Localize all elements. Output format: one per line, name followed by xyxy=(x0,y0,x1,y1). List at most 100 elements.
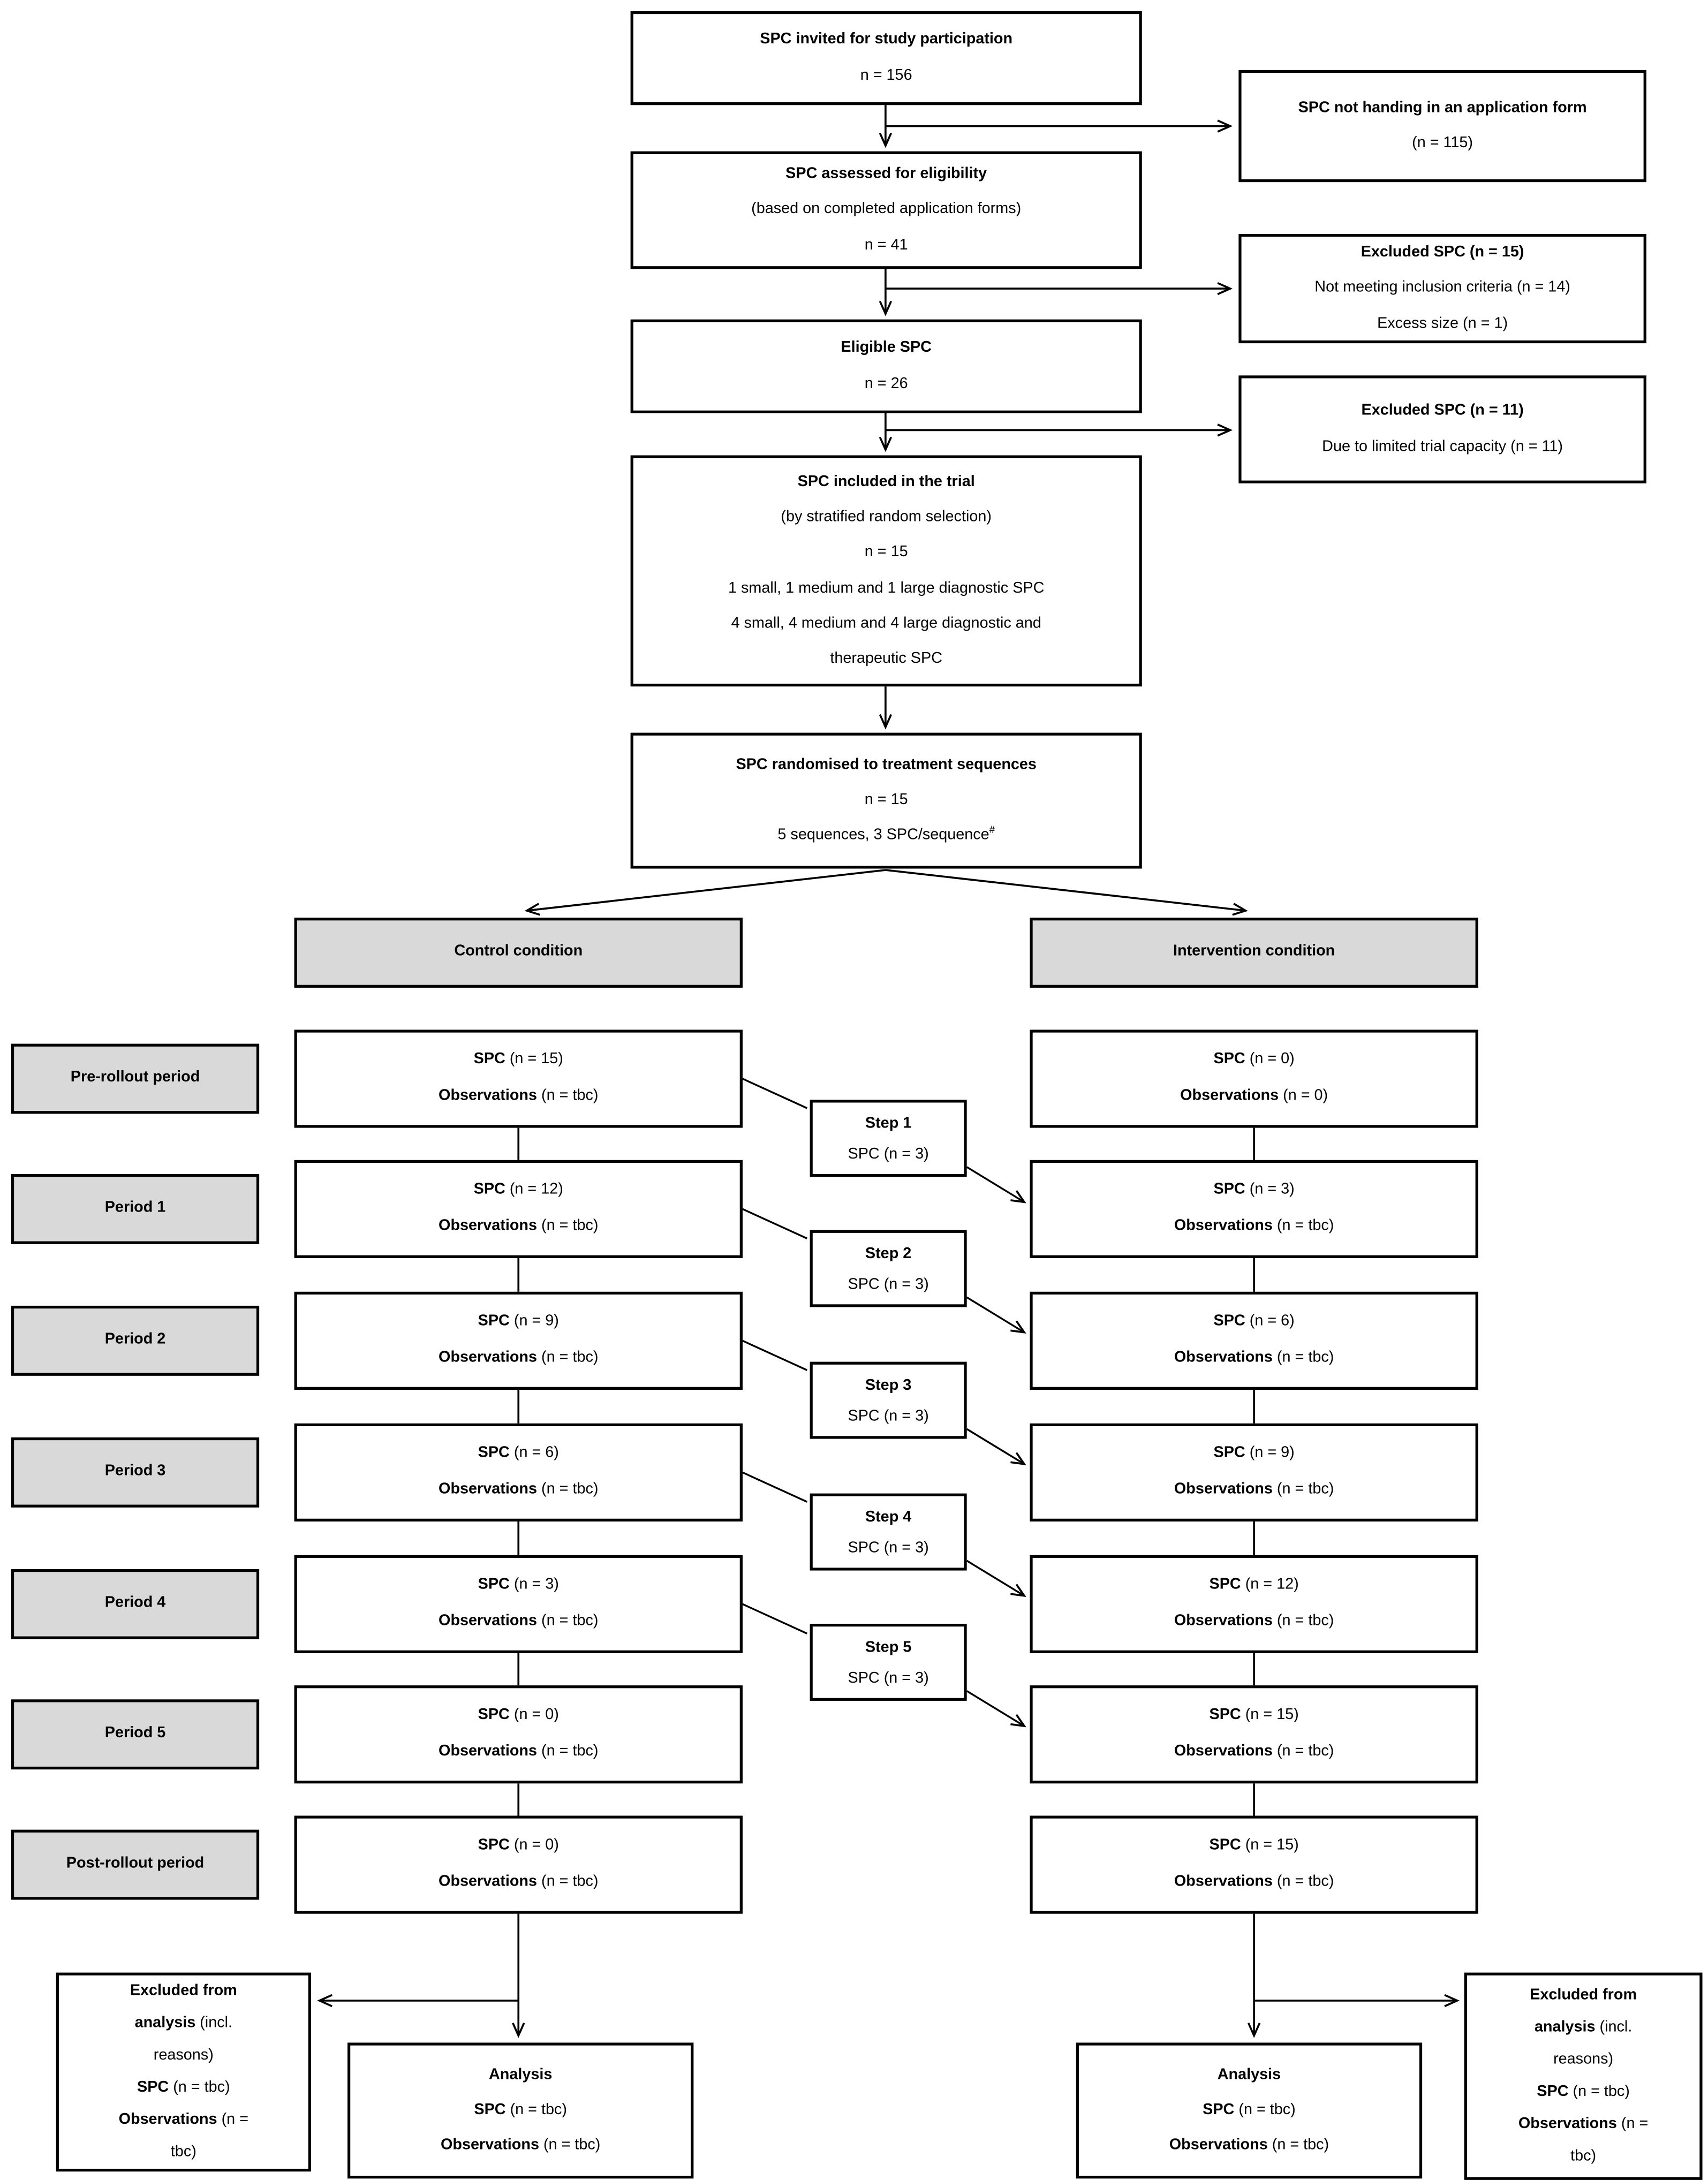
n-line: n = 15 xyxy=(864,791,908,808)
label-period-4: Period 4 xyxy=(11,1569,260,1639)
spc-line: SPC (n = 15) xyxy=(1210,1828,1299,1865)
intervention-box-post-rollout: SPC (n = 15) Observations (n = tbc) xyxy=(1030,1815,1478,1914)
step-box-4: Step 4 SPC (n = 3) xyxy=(810,1493,967,1571)
spc-value: (n = 0) xyxy=(509,1837,559,1854)
spc-line: SPC (n = 0) xyxy=(478,1698,559,1735)
n-line: n = 15 xyxy=(864,543,908,561)
spc-line: SPC (n = 12) xyxy=(1210,1568,1299,1604)
obs-line: Observations (n = tbc) xyxy=(439,1865,598,1901)
step-spc: SPC (n = 3) xyxy=(848,1145,929,1162)
obs-label: Observations xyxy=(1174,1873,1273,1890)
obs-line: Observations (n = tbc) xyxy=(1510,2109,1656,2174)
spc-label: SPC xyxy=(1209,1837,1241,1854)
n-line: (n = 115) xyxy=(1412,134,1473,152)
obs-line: Observations (n = tbc) xyxy=(439,1341,598,1377)
label-post-rollout-period: Post-rollout period xyxy=(11,1829,260,1900)
obs-label: Observations xyxy=(1518,2115,1617,2133)
spc-value: (n = tbc) xyxy=(169,2079,230,2096)
step-box-3: Step 3 SPC (n = 3) xyxy=(810,1361,967,1439)
box-excluded-n11: Excluded SPC (n = 11) Due to limited tri… xyxy=(1238,375,1646,483)
spc-line: SPC (n = 9) xyxy=(1214,1436,1295,1473)
strata-line-1: 1 small, 1 medium and 1 large diagnostic… xyxy=(728,579,1045,596)
step-spc: SPC (n = 3) xyxy=(848,1275,929,1293)
reason-line-1: Not meeting inclusion criteria (n = 14) xyxy=(1314,279,1570,297)
label-text: Period 2 xyxy=(104,1331,166,1349)
obs-label: Observations xyxy=(1174,1743,1273,1760)
spc-line: SPC (n = 0) xyxy=(1214,1042,1295,1079)
header-intervention-condition: Intervention condition xyxy=(1030,918,1478,988)
step-spc: SPC (n = 3) xyxy=(848,1407,929,1425)
label-period-3: Period 3 xyxy=(11,1437,260,1508)
spc-value: (n = 3) xyxy=(1245,1181,1295,1198)
label-pre-rollout-period: Pre-rollout period xyxy=(11,1043,260,1114)
obs-label: Observations xyxy=(1174,1349,1273,1366)
label-text: Post-rollout period xyxy=(66,1855,205,1873)
spc-value: (n = 0) xyxy=(509,1706,559,1724)
spc-value: (n = tbc) xyxy=(1234,2101,1296,2118)
n-line: n = 26 xyxy=(864,375,908,392)
title-line: SPC invited for study participation xyxy=(760,31,1013,48)
obs-line: Observations (n = tbc) xyxy=(439,1209,598,1245)
box-excluded-analysis-left: Excluded from analysis (incl. reasons) S… xyxy=(56,1972,311,2172)
obs-label: Observations xyxy=(439,1873,538,1890)
label-period-2: Period 2 xyxy=(11,1305,260,1376)
header-control-condition: Control condition xyxy=(294,918,743,988)
spc-value: (n = 12) xyxy=(505,1181,563,1198)
obs-line: Observations (n = tbc) xyxy=(1174,1735,1334,1771)
step-spc: SPC (n = 3) xyxy=(848,1539,929,1556)
label-period-5: Period 5 xyxy=(11,1699,260,1770)
obs-line: Observations (n = tbc) xyxy=(441,2128,600,2163)
obs-line: Observations (n = tbc) xyxy=(439,1735,598,1771)
included-text: SPC included in the trial (by stratified… xyxy=(709,465,1062,677)
step-title: Step 4 xyxy=(865,1508,912,1525)
title-line: Analysis xyxy=(1217,2065,1281,2083)
step-title: Step 2 xyxy=(865,1245,912,1262)
reason-line-1: Due to limited trial capacity (n = 11) xyxy=(1322,437,1563,455)
label-text: Period 5 xyxy=(104,1725,166,1742)
label-text: Pre-rollout period xyxy=(70,1069,200,1086)
n-line: n = 41 xyxy=(864,236,908,253)
spc-value: (n = tbc) xyxy=(1568,2083,1630,2100)
obs-value: (n = tbc) xyxy=(537,1349,599,1366)
box-spc-invited: SPC invited for study participation n = … xyxy=(630,11,1142,105)
label-period-1: Period 1 xyxy=(11,1174,260,1244)
title-bold: Excluded from analysis xyxy=(1530,1986,1637,2035)
spc-line: SPC (n = tbc) xyxy=(1510,2076,1656,2108)
box-spc-assessed: SPC assessed for eligibility (based on c… xyxy=(630,151,1142,269)
spc-label: SPC xyxy=(478,1837,510,1854)
obs-value: (n = tbc) xyxy=(1272,1743,1334,1760)
obs-value: (n = tbc) xyxy=(537,1481,599,1498)
spc-line: SPC (n = 3) xyxy=(478,1568,559,1604)
obs-value: (n = tbc) xyxy=(1272,1481,1334,1498)
obs-value: (n = tbc) xyxy=(1267,2137,1329,2154)
obs-label: Observations xyxy=(439,1481,538,1498)
spc-line: SPC (n = 3) xyxy=(1214,1173,1295,1209)
spc-value: (n = tbc) xyxy=(505,2101,567,2118)
spc-label: SPC xyxy=(1213,1181,1245,1198)
step-spc: SPC (n = 3) xyxy=(848,1669,929,1686)
box-spc-included: SPC included in the trial (by stratified… xyxy=(630,455,1142,687)
obs-line: Observations (n = tbc) xyxy=(111,2105,256,2169)
step-title: Step 3 xyxy=(865,1376,912,1394)
box-analysis-intervention: Analysis SPC (n = tbc) Observations (n =… xyxy=(1076,2042,1423,2179)
detail-line: (based on completed application forms) xyxy=(751,201,1022,218)
obs-value: (n = tbc) xyxy=(539,2137,601,2154)
header-text: Control condition xyxy=(454,943,583,960)
obs-value: (n = tbc) xyxy=(537,1743,599,1760)
spc-value: (n = 0) xyxy=(1245,1051,1295,1068)
step-box-5: Step 5 SPC (n = 3) xyxy=(810,1623,967,1701)
spc-label: SPC xyxy=(478,1706,510,1724)
control-box-post-rollout: SPC (n = 0) Observations (n = tbc) xyxy=(294,1815,743,1914)
intervention-box-period-2: SPC (n = 6) Observations (n = tbc) xyxy=(1030,1291,1478,1390)
step-title: Step 1 xyxy=(865,1114,912,1132)
spc-value: (n = 9) xyxy=(1245,1444,1295,1462)
control-box-period-1: SPC (n = 12) Observations (n = tbc) xyxy=(294,1160,743,1258)
title-line: Analysis xyxy=(488,2065,553,2083)
spc-value: (n = 9) xyxy=(509,1313,559,1330)
label-text: Period 3 xyxy=(104,1463,166,1480)
spc-label: SPC xyxy=(1209,1576,1241,1593)
box-excluded-analysis-right: Excluded from analysis (incl. reasons) S… xyxy=(1464,1972,1703,2180)
intervention-box-period-3: SPC (n = 9) Observations (n = tbc) xyxy=(1030,1423,1478,1522)
obs-line: Observations (n = tbc) xyxy=(1174,1604,1334,1640)
obs-label: Observations xyxy=(439,1349,538,1366)
